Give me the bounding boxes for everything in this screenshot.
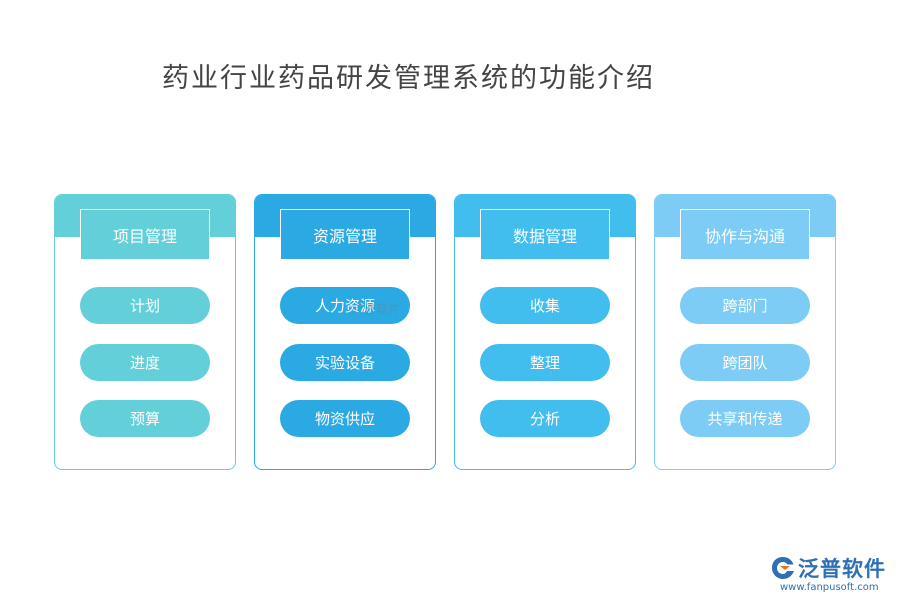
function-item: 整理 xyxy=(480,344,610,381)
column-card: 协作与沟通 跨部门 跨团队 共享和传递 xyxy=(654,194,836,470)
column-card: 资源管理 人力资源 实验设备 物资供应 xyxy=(254,194,436,470)
function-item: 跨部门 xyxy=(680,287,810,324)
function-item: 实验设备 xyxy=(280,344,410,381)
column-header: 数据管理 xyxy=(480,209,610,260)
logo-url: www.fanpusoft.com xyxy=(780,582,879,593)
column-card: 数据管理 收集 整理 分析 xyxy=(454,194,636,470)
function-item: 物资供应 xyxy=(280,400,410,437)
function-item: 人力资源 xyxy=(280,287,410,324)
logo-name: 泛普软件 xyxy=(798,557,886,581)
function-item: 跨团队 xyxy=(680,344,810,381)
function-item: 共享和传递 xyxy=(680,400,810,437)
column-card: 项目管理 计划 进度 预算 xyxy=(54,194,236,470)
function-item: 分析 xyxy=(480,400,610,437)
fanpu-logo-icon xyxy=(772,557,794,579)
watermark: 泛普软件 xyxy=(352,302,401,316)
column-header: 协作与沟通 xyxy=(680,209,810,260)
function-item: 收集 xyxy=(480,287,610,324)
page-title: 药业行业药品研发管理系统的功能介绍 xyxy=(162,63,655,94)
column-header: 项目管理 xyxy=(80,209,210,260)
function-item: 计划 xyxy=(80,287,210,324)
function-item: 进度 xyxy=(80,344,210,381)
function-item: 预算 xyxy=(80,400,210,437)
column-header: 资源管理 xyxy=(280,209,410,260)
brand-logo: 泛普软件 www.fanpusoft.com xyxy=(770,553,895,597)
